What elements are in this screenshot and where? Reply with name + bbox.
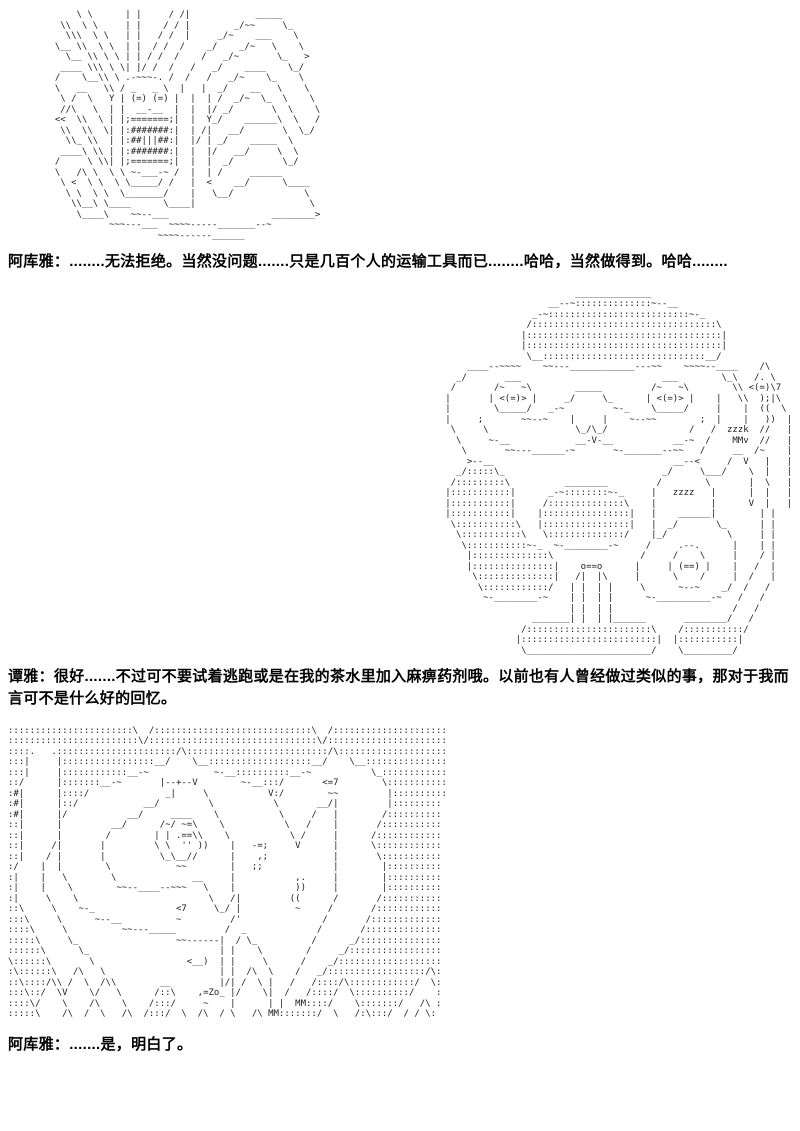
dialogue-tanya: 谭雅：很好.......不过可不要试着逃跑或是在我的茶水里加入麻痹药剂哦。以前也…	[8, 668, 789, 707]
dialogue-akuya-1: 阿库雅：........无法拒绝。当然没问题.......只是几百个人的运输工具…	[8, 253, 728, 270]
dialogue-akuya-2: 阿库雅：.......是，明白了。	[8, 1035, 193, 1053]
ascii-art-panel-2: ______________ __--~::::::::::::::~--__ …	[445, 288, 792, 656]
ascii-art-panel-2-wrap: ______________ __--~::::::::::::::~--__ …	[0, 273, 800, 657]
ascii-art-panel-3: :::::::::::::::::::::::\ /::::::::::::::…	[8, 725, 447, 1020]
ascii-art-panel-1: \ \ | | / /| _____ \\ \ \ | | / / | _/~~…	[54, 10, 321, 241]
